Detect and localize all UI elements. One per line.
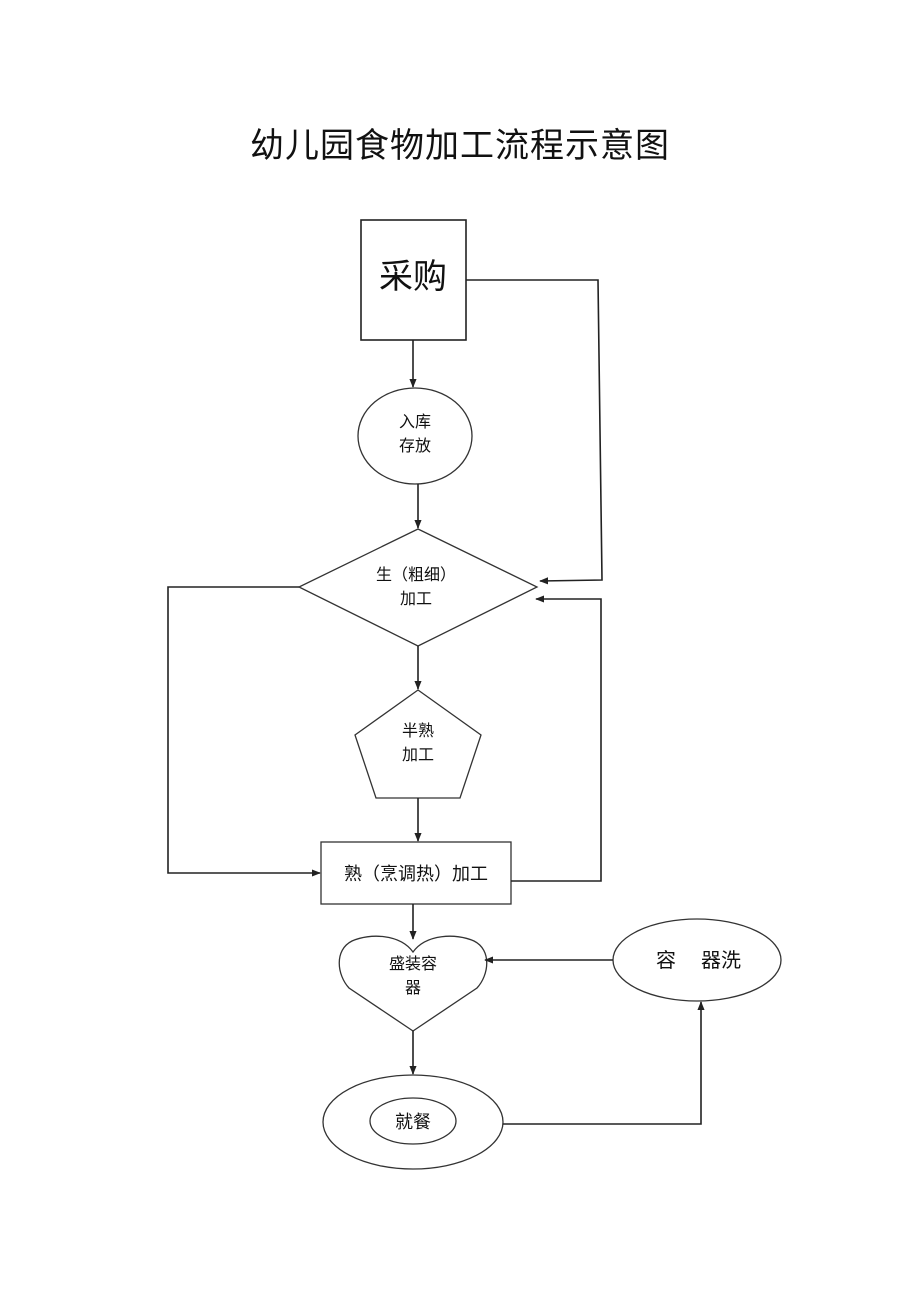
arrow-raw-bypass-to-cooking: [167, 586, 321, 877]
node-half-cooked: 半熟 加工: [354, 689, 482, 799]
page-title: 幼儿园食物加工流程示意图: [250, 126, 670, 166]
node-purchase-label: 采购: [379, 257, 447, 297]
node-container-line1: 盛装容: [389, 954, 437, 973]
node-cooking-label: 熟（烹调热）加工: [344, 864, 488, 885]
arrow-dining-to-washing: [503, 1001, 705, 1125]
node-storage-line2: 存放: [399, 436, 431, 455]
node-cooking: 熟（烹调热）加工: [320, 841, 512, 905]
node-half-cooked-line1: 半熟: [402, 721, 434, 740]
node-container: 盛装容 器: [338, 935, 488, 1032]
node-washing-part2: 器洗: [701, 948, 741, 972]
node-purchase: 采购: [360, 219, 467, 341]
node-container-line2: 器: [405, 978, 421, 997]
node-raw-processing-line1: 生（粗细）: [376, 565, 456, 584]
node-raw-processing-line2: 加工: [400, 589, 432, 608]
node-dining-label: 就餐: [395, 1112, 431, 1133]
node-washing-part1: 容: [656, 948, 676, 972]
node-dining: 就餐: [322, 1074, 504, 1170]
node-storage: 入库 存放: [357, 387, 473, 485]
node-storage-line1: 入库: [399, 412, 431, 431]
node-raw-processing: 生（粗细） 加工: [297, 528, 539, 647]
node-washing: 容 器洗: [612, 918, 782, 1002]
arrow-purchase-to-raw: [466, 279, 603, 585]
arrow-cooking-back-to-raw: [511, 595, 602, 882]
node-half-cooked-line2: 加工: [402, 745, 434, 764]
